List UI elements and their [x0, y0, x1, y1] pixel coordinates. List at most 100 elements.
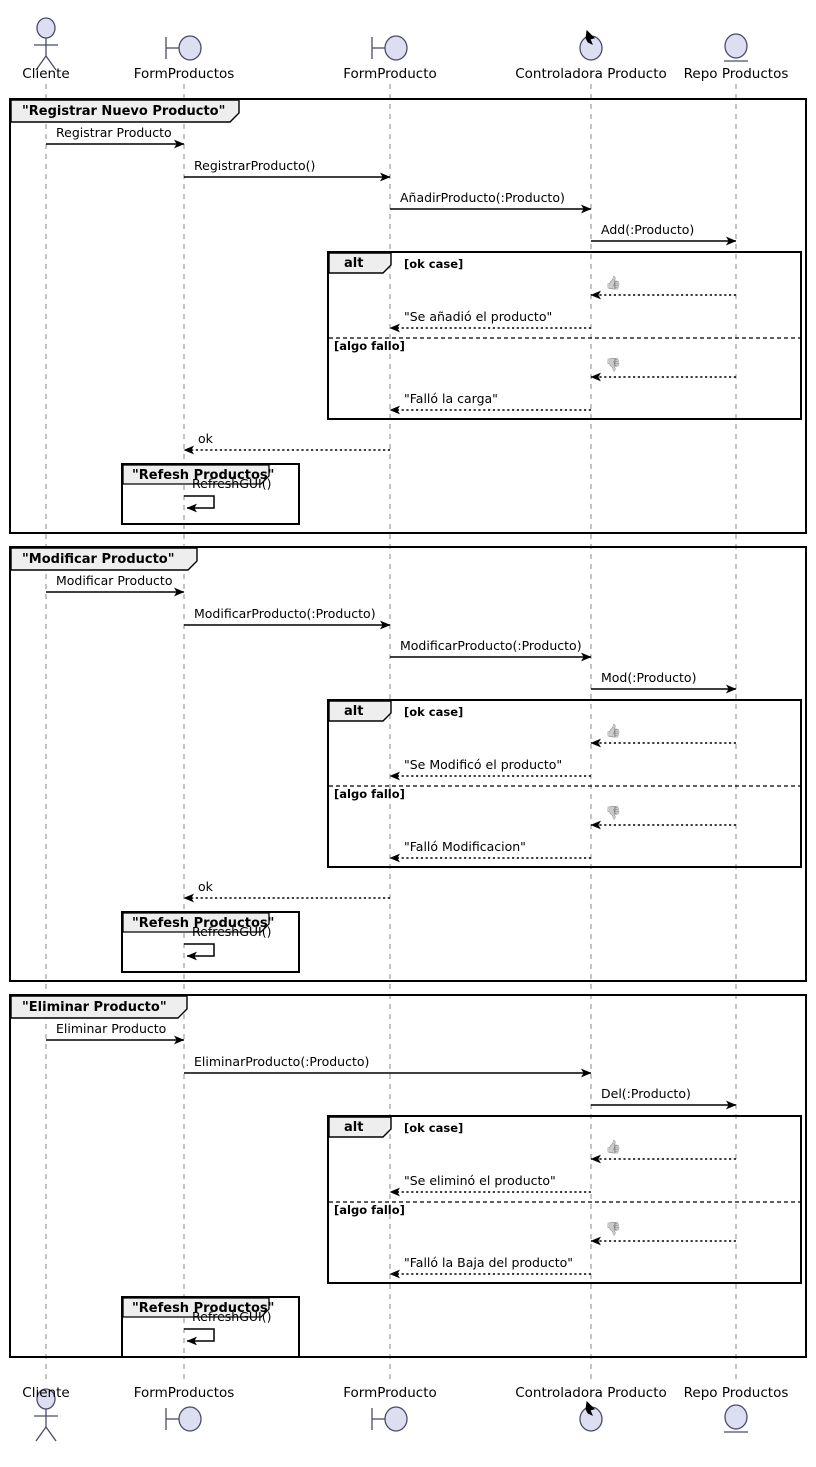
message-label-m01: Registrar Producto	[56, 125, 172, 140]
frame-modificar-inner-title: "Refesh Productos"	[132, 916, 275, 931]
message-label-m22: EliminarProducto(:Producto)	[194, 1054, 370, 1069]
message-label-m19: ok	[198, 879, 213, 894]
control-icon	[579, 1400, 603, 1432]
frame-eliminar-alt-guard-0: [ok case]	[404, 1121, 464, 1135]
frame-modificar-border	[9, 546, 807, 982]
message-label-m13: ModificarProducto(:Producto)	[400, 638, 582, 653]
frame-modificar-alt-label: alt	[344, 704, 364, 719]
boundary-icon	[371, 35, 408, 61]
message-label-m06: "Se añadió el producto"	[404, 309, 553, 324]
participant-head-formproducto[interactable]	[371, 35, 408, 61]
participant-head-repo[interactable]	[724, 33, 748, 62]
message-thumbs-down-icon-m17: 👎	[605, 806, 622, 821]
actor-icon	[34, 1388, 58, 1442]
participant-head-repo[interactable]	[724, 1404, 748, 1433]
message-thumbs-down-icon-m26: 👎	[605, 1222, 622, 1237]
frame-eliminar-alt-label: alt	[344, 1120, 364, 1135]
message-label-m21: Eliminar Producto	[56, 1021, 167, 1036]
actor-leg-right-icon	[45, 1426, 57, 1442]
boundary-icon	[371, 1406, 408, 1432]
message-label-m10: RefreshGUI()	[192, 476, 272, 491]
message-label-m12: ModificarProducto(:Producto)	[194, 606, 376, 621]
participant-head-controladora[interactable]	[579, 1400, 603, 1432]
participant-label-cliente: Cliente	[22, 66, 70, 82]
frame-registrar-header-tab	[10, 99, 240, 123]
frame-eliminar-inner-tab	[122, 1297, 270, 1318]
frame-registrar-alt-guard-1: [algo fallo]	[334, 339, 405, 353]
participant-head-cliente[interactable]	[34, 17, 58, 71]
participant-label-bottom-controladora: Controladora Producto	[515, 1385, 667, 1401]
participant-label-bottom-cliente: Cliente	[22, 1385, 70, 1401]
message-line-m28[interactable]	[184, 1328, 215, 1346]
actor-leg-right-icon	[45, 55, 57, 71]
message-label-m27: "Falló la Baja del producto"	[404, 1255, 574, 1270]
frame-eliminar-title: "Eliminar Producto"	[22, 1000, 167, 1015]
frame-registrar-alt-label: alt	[344, 256, 364, 271]
boundary-circle-icon	[384, 35, 408, 61]
frame-eliminar-alt-guard-1: [algo fallo]	[334, 1203, 405, 1217]
frame-eliminar-border	[9, 994, 807, 1358]
frame-registrar-alt-tab	[328, 252, 392, 274]
frame-registrar-alt-guard-0: [ok case]	[404, 257, 464, 271]
frame-modificar-alt-tab	[328, 700, 392, 722]
participant-label-formproducto: FormProducto	[343, 66, 437, 82]
frame-registrar-border	[9, 98, 807, 534]
boundary-icon	[165, 35, 202, 61]
message-label-m08: "Falló la carga"	[404, 391, 498, 406]
message-thumbs-up-icon-m15: 👍	[605, 724, 622, 739]
participant-label-controladora: Controladora Producto	[515, 66, 667, 82]
participant-head-formproductos[interactable]	[165, 1406, 202, 1432]
frame-eliminar-header-tab	[10, 995, 188, 1019]
participant-label-bottom-formproductos: FormProductos	[133, 1385, 235, 1401]
frame-modificar-header-tab	[10, 547, 198, 571]
frame-registrar-alt-border	[327, 251, 802, 420]
frame-eliminar-alt-tab	[328, 1116, 392, 1138]
message-label-m04: Add(:Producto)	[601, 222, 695, 237]
frame-eliminar-inner-title: "Refesh Productos"	[132, 1301, 275, 1316]
message-thumbs-up-icon-m05: 👍	[605, 276, 622, 291]
control-circle-icon	[579, 35, 603, 61]
message-label-m28: RefreshGUI()	[192, 1309, 272, 1324]
message-label-m09: ok	[198, 431, 213, 446]
frame-registrar-inner-title: "Refesh Productos"	[132, 468, 275, 483]
frame-modificar-inner-tab	[122, 912, 270, 933]
frame-modificar-alt-border	[327, 699, 802, 868]
message-thumbs-down-icon-m07: 👎	[605, 358, 622, 373]
participant-head-cliente[interactable]	[34, 1388, 58, 1442]
entity-icon	[724, 33, 748, 62]
boundary-circle-icon	[178, 1406, 202, 1432]
entity-icon	[724, 1404, 748, 1433]
message-label-m11: Modificar Producto	[56, 573, 173, 588]
boundary-icon	[165, 1406, 202, 1432]
participant-head-controladora[interactable]	[579, 29, 603, 61]
message-line-m10[interactable]	[184, 495, 215, 513]
frame-modificar-title: "Modificar Producto"	[22, 552, 175, 567]
actor-leg-left-icon	[35, 55, 47, 71]
message-label-m23: Del(:Producto)	[601, 1086, 691, 1101]
participant-label-formproductos: FormProductos	[133, 66, 235, 82]
control-arrow-icon	[585, 1400, 595, 1417]
message-label-m18: "Falló Modificacion"	[404, 839, 526, 854]
frame-eliminar-alt-border	[327, 1115, 802, 1284]
boundary-circle-icon	[178, 35, 202, 61]
entity-circle-icon	[724, 1404, 748, 1430]
participant-head-formproducto[interactable]	[371, 1406, 408, 1432]
entity-circle-icon	[724, 33, 748, 59]
message-label-m20: RefreshGUI()	[192, 924, 272, 939]
participant-label-repo: Repo Productos	[683, 66, 789, 82]
message-label-m14: Mod(:Producto)	[601, 670, 697, 685]
control-circle-icon	[579, 1406, 603, 1432]
participant-label-bottom-formproducto: FormProducto	[343, 1385, 437, 1401]
message-label-m25: "Se eliminó el producto"	[404, 1173, 556, 1188]
actor-icon	[34, 17, 58, 71]
participant-label-bottom-repo: Repo Productos	[683, 1385, 789, 1401]
frame-registrar-title: "Registrar Nuevo Producto"	[22, 104, 226, 119]
frame-modificar-alt-guard-1: [algo fallo]	[334, 787, 405, 801]
participant-head-formproductos[interactable]	[165, 35, 202, 61]
actor-leg-left-icon	[35, 1426, 47, 1442]
message-label-m03: AñadirProducto(:Producto)	[400, 190, 565, 205]
message-line-m20[interactable]	[184, 943, 215, 961]
message-thumbs-up-icon-m24: 👍	[605, 1140, 622, 1155]
